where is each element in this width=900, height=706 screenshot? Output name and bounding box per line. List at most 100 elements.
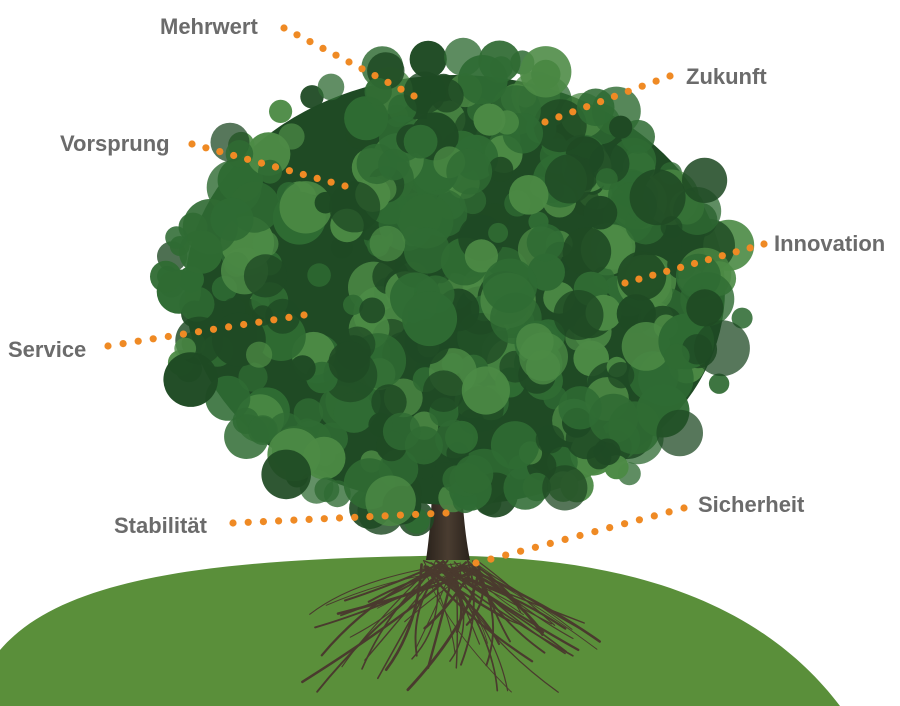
leaf-cluster [318,74,345,101]
leaf-cluster [491,421,539,469]
leaf-cluster [519,332,568,381]
connector-dot [180,331,187,338]
connector-dot [260,518,267,525]
connector-dot [290,517,297,524]
connector-dot [502,552,509,559]
leaf-cluster [359,298,385,324]
leaf-cluster [269,100,292,123]
leaf-cluster [545,154,594,203]
connector-dot [285,314,292,321]
connector-dot [384,79,391,86]
connector-dot [606,524,613,531]
leaf-cluster [252,231,278,257]
connector-dot [336,514,343,521]
leaf-cluster [609,116,632,139]
leaf-cluster [404,228,450,274]
connector-dot [188,140,195,147]
connector-dot [636,516,643,523]
leaf-cluster [458,55,508,105]
connector-dot [666,508,673,515]
leaf-cluster [462,366,510,414]
connector-dot [255,319,262,326]
connector-dot [705,256,712,263]
connector-dot [621,279,628,286]
leaf-cluster [383,413,421,451]
leaf-cluster [329,341,370,382]
leaf-cluster [226,140,254,168]
leaf-cluster [563,227,612,276]
connector-dot [663,268,670,275]
connector-dot [562,536,569,543]
connector-dot [104,342,111,349]
label-innovation: Innovation [774,233,885,255]
leaf-cluster [584,196,618,230]
connector-dot [410,92,417,99]
connector-dot [412,511,419,518]
connector-dot [358,65,365,72]
leaf-cluster [163,352,218,407]
leaf-cluster [445,421,478,454]
leaf-cluster [558,386,601,429]
leaf-cluster [630,169,686,225]
connector-dot [225,323,232,330]
connector-dot [555,113,562,120]
connector-dot [733,248,740,255]
connector-dot [341,182,348,189]
connector-dot [427,510,434,517]
leaf-cluster [244,254,287,297]
connector-dot [366,513,373,520]
leaf-cluster [423,370,465,412]
connector-dot [487,556,494,563]
connector-dot [397,86,404,93]
connector-dot [314,175,321,182]
connector-dot [270,316,277,323]
connector-dot [245,519,252,526]
connector-dot [576,532,583,539]
leaf-cluster [473,104,505,136]
connector-dot [240,321,247,328]
connector-dot [321,515,328,522]
connector-dot [120,340,127,347]
leaf-cluster [656,410,703,457]
leaf-cluster [682,158,727,203]
leaf-cluster [617,251,666,300]
leaf-cluster [210,198,253,241]
connector-dot [547,540,554,547]
leaf-cluster [294,398,324,428]
connector-dot [293,31,300,38]
connector-dot [442,509,449,516]
connector-dot [597,98,604,105]
connector-dot [300,311,307,318]
leaf-cluster [536,425,565,454]
connector-dot [328,179,335,186]
connector-dot [611,93,618,100]
connector-dot [306,38,313,45]
label-sicherheit: Sicherheit [698,494,804,516]
connector-dot [272,163,279,170]
connector-dot [258,160,265,167]
leaf-cluster [483,259,537,313]
leaf-cluster [608,362,634,388]
connector-dot [639,83,646,90]
leaf-cluster [455,455,494,494]
connector-dot [300,171,307,178]
leaf-cluster [509,175,549,215]
leaf-cluster [307,263,331,287]
connector-dot [680,504,687,511]
connector-dot [286,167,293,174]
connector-dot [591,528,598,535]
connector-dot [319,45,326,52]
connector-dot [275,517,282,524]
connector-dot [397,511,404,518]
leaf-cluster [520,46,571,97]
leaf-cluster [404,125,438,159]
connector-dot [150,335,157,342]
connector-dot [719,252,726,259]
connector-dot [621,520,628,527]
connector-dot [165,333,172,340]
leaf-cluster [686,289,723,326]
connector-dot [651,512,658,519]
connector-dot [332,52,339,59]
